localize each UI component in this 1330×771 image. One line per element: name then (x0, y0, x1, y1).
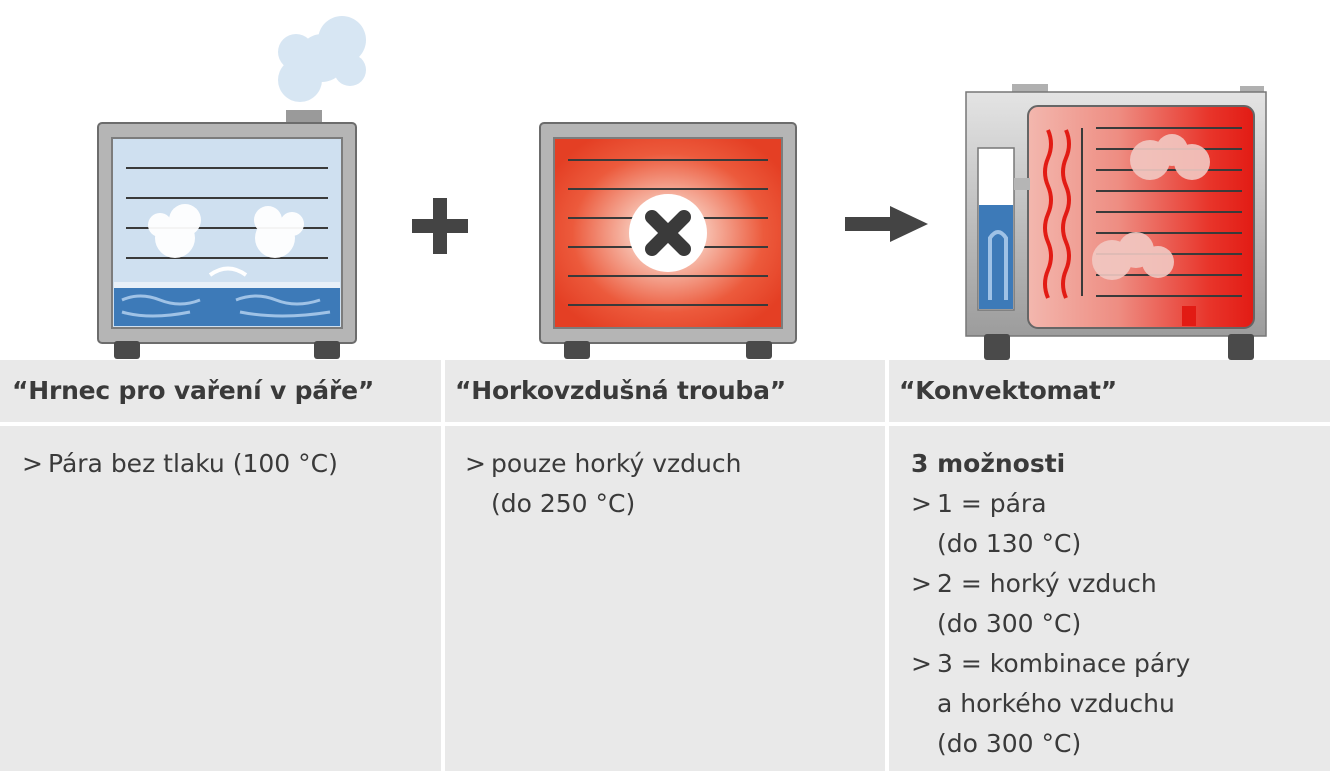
column-title: “Hrnec pro vaření v páře” (12, 376, 375, 405)
list-item-text: 1 = pára (937, 489, 1047, 518)
list-item-text: pouze horký vzduch (491, 449, 742, 478)
plus-icon (412, 198, 468, 254)
list-item: >3 = kombinace páry (911, 644, 1190, 684)
bullet-marker: > (22, 449, 43, 478)
header-cell-combi-oven: “Konvektomat” (889, 360, 1330, 422)
hot-air-oven-icon (539, 122, 797, 359)
list-item: >2 = horký vzduch (911, 564, 1190, 604)
bullet-marker: > (911, 569, 932, 598)
list-item-continuation: (do 300 °C) (937, 729, 1082, 758)
steamer-icon (97, 16, 366, 359)
list-item: >1 = pára (911, 484, 1190, 524)
column-title: “Horkovzdušná trouba” (455, 376, 787, 405)
header-cell-steamer: “Hrnec pro vaření v páře” (0, 360, 441, 422)
bullet-marker: > (465, 449, 486, 478)
illustration-strip (97, 16, 1267, 360)
bullet-marker: > (911, 649, 932, 678)
body-cell-hot-air-oven: >pouze horký vzduch (do 250 °C) (445, 426, 885, 771)
column-title: “Konvektomat” (899, 376, 1118, 405)
body-cell-steamer: >Pára bez tlaku (100 °C) (0, 426, 441, 771)
list-item-text: 3 = kombinace páry (937, 649, 1191, 678)
header-cell-hot-air-oven: “Horkovzdušná trouba” (445, 360, 885, 422)
list-item-continuation: (do 130 °C) (937, 529, 1082, 558)
list-item-text: Pára bez tlaku (100 °C) (48, 449, 338, 478)
list-item: >pouze horký vzduch (465, 444, 741, 484)
combi-oven-icon (965, 84, 1267, 360)
body-cell-combi-oven: 3 možnosti >1 = pára (do 130 °C) >2 = ho… (889, 426, 1330, 771)
bullet-marker: > (911, 489, 932, 518)
list-item-continuation: (do 250 °C) (491, 489, 636, 518)
list-item-text: 2 = horký vzduch (937, 569, 1157, 598)
list-item-continuation: (do 300 °C) (937, 609, 1082, 638)
options-heading: 3 možnosti (911, 449, 1066, 478)
list-item: >Pára bez tlaku (100 °C) (22, 444, 338, 484)
list-item-continuation: a horkého vzduchu (937, 689, 1175, 718)
arrow-right-icon (845, 206, 928, 242)
